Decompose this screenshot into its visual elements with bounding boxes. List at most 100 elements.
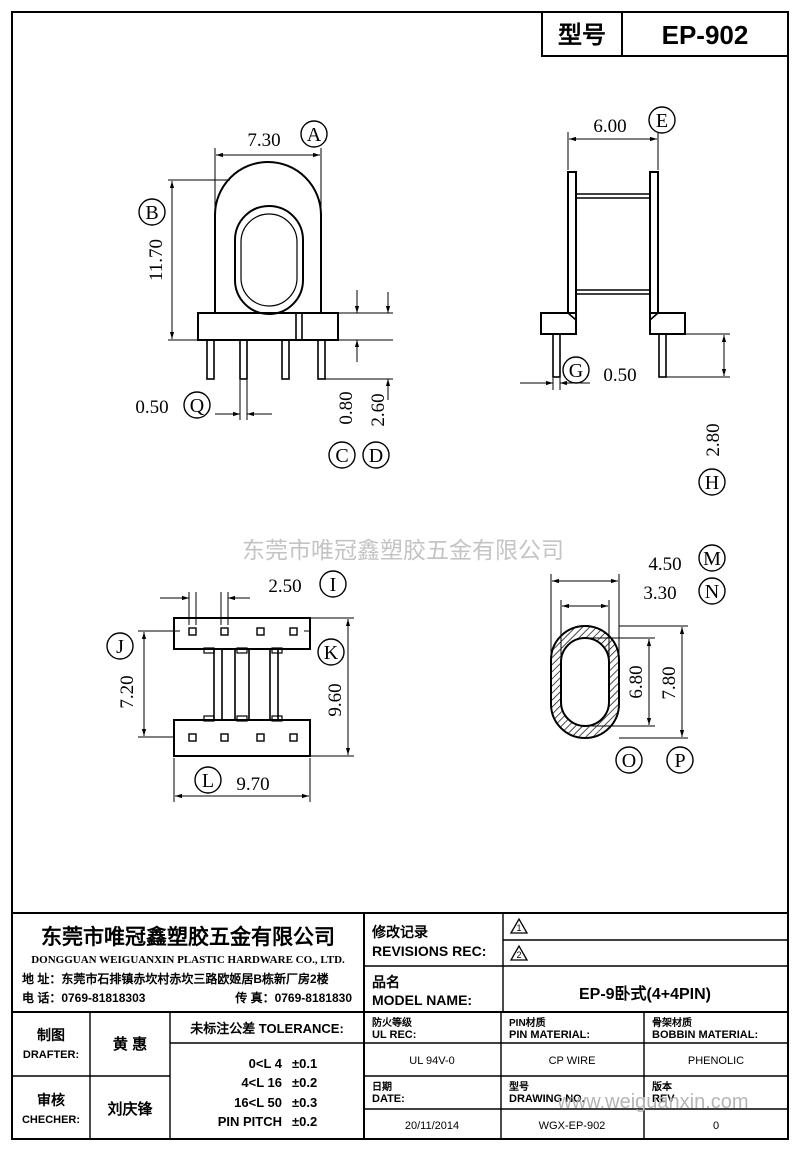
dim-G-value: 0.50 [603,365,636,386]
svg-text:H: H [705,472,719,494]
side-view [540,171,686,378]
front-view-dims [168,148,393,420]
drafter-label-cn: 制图 [37,1027,65,1043]
company-fax: 传 真：0769-8181830 [234,990,352,1005]
drawing-no-label-en: DRAWING NO. [509,1093,585,1105]
callout-I: I [319,570,347,598]
dim-K-value: 9.60 [325,683,346,716]
svg-text:K: K [324,642,339,664]
svg-text:I: I [330,574,337,596]
dim-A-value: 7.30 [247,130,280,151]
drawing-no-label-cn: 型号 [509,1080,529,1093]
ul-label-cn: 防火等级 [372,1016,413,1029]
callout-K: K [317,638,345,666]
svg-text:M: M [703,548,721,570]
date-label-cn: 日期 [372,1080,392,1093]
svg-text:Q: Q [190,395,205,417]
callout-J: J [106,632,134,660]
tolerance-title: 未标注公差 TOLERANCE: [189,1021,344,1036]
tolerance-value-3: ±0.2 [292,1114,317,1129]
dim-L-value: 9.70 [236,774,269,795]
callout-N: N [698,577,726,605]
revisions-label-en: REVISIONS REC: [372,943,486,959]
ul-value: UL 94V-0 [409,1055,454,1067]
callout-E: E [648,106,676,134]
header-label: 型号 [558,22,606,49]
drawing-no-value: WGX-EP-902 [539,1120,606,1132]
company-name-cn: 东莞市唯冠鑫塑胶五金有限公司 [41,925,335,949]
dim-D-value: 2.60 [368,393,389,426]
watermark-center: 东莞市唯冠鑫塑胶五金有限公司 [242,537,564,563]
dim-M-value: 4.50 [648,554,681,575]
tolerance-range-2: 16<L 50 [234,1095,282,1110]
top-view [550,625,620,739]
svg-text:G: G [569,360,583,382]
callout-D: D [362,441,390,469]
svg-text:P: P [674,750,685,772]
date-value: 20/11/2014 [405,1120,459,1132]
svg-text:C: C [335,445,348,467]
svg-text:2: 2 [516,950,521,960]
date-label-en: DATE: [372,1093,405,1105]
tolerance-range-0: 0<L 4 [249,1056,283,1071]
svg-text:J: J [116,636,124,658]
drafter-name: 黄 惠 [113,1035,147,1053]
model-label-en: MODEL NAME: [372,992,472,1008]
svg-text:A: A [307,124,322,146]
pin-material-value: CP WIRE [549,1055,596,1067]
revisions-label-cn: 修改记录 [371,924,428,940]
drafter-label-en: DRAFTER: [23,1049,79,1061]
callout-L: L [194,766,222,794]
callout-A: A [300,120,328,148]
dim-C-value: 0.80 [336,391,357,424]
dim-Q-value: 0.50 [135,397,168,418]
checker-label-cn: 审核 [37,1092,65,1108]
company-phone: 电 话：0769-81818303 [22,990,146,1005]
checker-name: 刘庆锋 [107,1100,153,1118]
svg-text:E: E [656,110,668,132]
dim-I-value: 2.50 [268,576,301,597]
bobbin-material-value: PHENOLIC [688,1055,744,1067]
header-block: 型号 EP-902 [541,11,789,57]
revision-triangle-2: 2 [509,944,529,961]
ul-label-en: UL REC: [372,1029,416,1041]
callout-G: G [562,356,590,384]
callout-H: H [698,468,726,496]
dim-O-value: 6.80 [626,665,647,698]
callout-Q: Q [183,391,211,419]
svg-text:D: D [369,445,383,467]
watermark-corner: www.weiguanxin.com [556,1091,748,1113]
tolerance-range-1: 4<L 16 [241,1075,282,1090]
company-name-en: DONGGUAN WEIGUANXIN PLASTIC HARDWARE CO.… [31,954,345,966]
svg-text:O: O [622,750,636,772]
rev-label-cn: 版本 [652,1080,673,1093]
pin-material-label-en: PIN MATERIAL: [509,1029,590,1041]
callout-C: C [328,441,356,469]
rev-label-en: REV [652,1093,675,1105]
revision-triangle-1: 1 [509,917,529,934]
callout-P: P [666,746,694,774]
svg-text:N: N [705,581,719,603]
top-view-dims [550,574,688,739]
side-view-dims [520,132,730,390]
dim-P-value: 7.80 [659,666,680,699]
callout-B: B [138,198,166,226]
rev-value: 0 [713,1120,719,1132]
model-label-cn: 品名 [372,974,400,990]
svg-text:B: B [145,202,158,224]
company-address: 地 址：东莞市石排镇赤坎村赤坎三路欧姬居B栋新厂房2楼 [22,971,329,986]
checker-label-en: CHECHER: [22,1114,80,1126]
front-view [197,161,339,380]
tolerance-value-2: ±0.3 [292,1095,317,1110]
callout-O: O [615,746,643,774]
dim-N-value: 3.30 [643,583,676,604]
callout-M: M [698,544,726,572]
dim-H-value: 2.80 [703,423,724,456]
pin-material-label-cn: PIN材质 [509,1016,546,1029]
tolerance-range-3: PIN PITCH [218,1114,282,1129]
dim-E-value: 6.00 [593,116,626,137]
bottom-view-dims [138,592,354,802]
header-model: EP-902 [662,20,749,50]
svg-text:L: L [202,770,214,792]
